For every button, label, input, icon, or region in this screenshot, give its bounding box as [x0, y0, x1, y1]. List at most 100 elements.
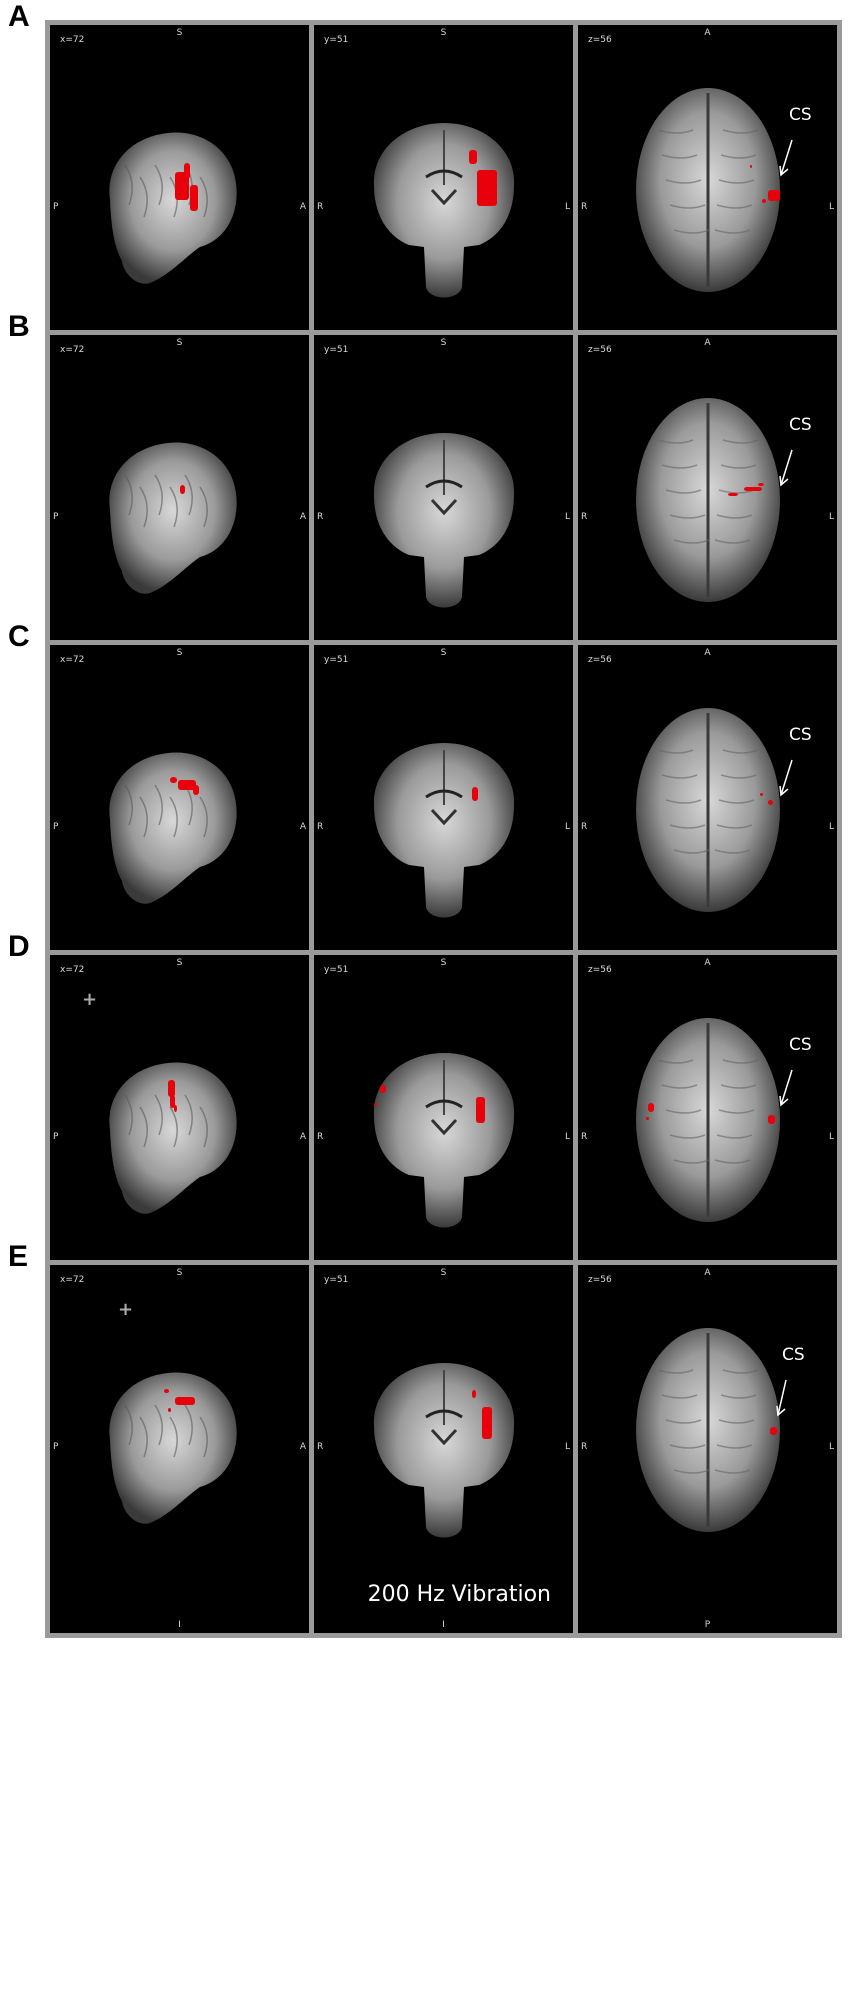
orientation-right: L — [564, 822, 570, 832]
orientation-right: A — [299, 822, 306, 832]
orientation-right: L — [828, 822, 834, 832]
activation-blob — [760, 793, 763, 796]
activation-blob — [469, 150, 477, 164]
activation-blob — [184, 163, 190, 179]
cs-arrow — [780, 139, 793, 176]
orientation-left: R — [581, 1442, 588, 1452]
orientation-right: L — [564, 512, 570, 522]
activation-blob — [646, 1117, 649, 1120]
coronal-brain-image — [373, 123, 515, 298]
brain-sagittal-slice — [109, 132, 237, 284]
coronal-brain-image — [373, 433, 515, 608]
slice-coordinate: z=56 — [588, 35, 612, 45]
activation-blob — [750, 165, 752, 168]
orientation-top: S — [440, 1268, 447, 1278]
axial-brain-image — [636, 1328, 787, 1532]
slice-coordinate: y=51 — [324, 35, 349, 45]
slice-coordinate: y=51 — [324, 655, 349, 665]
brain-sagittal-slice — [109, 1062, 237, 1214]
brain-coronal-slice — [373, 433, 515, 608]
axial-brain-image — [636, 1018, 793, 1222]
orientation-top: S — [176, 648, 183, 658]
orientation-right: L — [828, 1132, 834, 1142]
activation-blob — [170, 777, 177, 783]
activation-blob — [762, 199, 766, 203]
orientation-left: R — [317, 1442, 324, 1452]
activation-blob — [170, 1095, 175, 1108]
axial-brain-image — [636, 708, 793, 912]
activation-blob — [728, 493, 738, 496]
orientation-right: L — [828, 202, 834, 212]
sagittal-brain-image — [109, 1372, 237, 1524]
activation-blob — [380, 1085, 386, 1093]
activation-blob — [744, 487, 762, 491]
sagittal-brain-image — [109, 1062, 237, 1214]
sagittal-brain-image — [109, 132, 237, 284]
slice-coordinate: z=56 — [588, 655, 612, 665]
orientation-left: P — [53, 512, 59, 522]
orientation-bottom: I — [178, 1620, 181, 1630]
sagittal-brain-image — [109, 442, 237, 594]
orientation-right: L — [564, 1132, 570, 1142]
orientation-left: R — [581, 202, 588, 212]
orientation-top: S — [440, 28, 447, 38]
cs-arrow — [780, 1069, 793, 1106]
cs-arrow — [780, 449, 793, 486]
orientation-left: P — [53, 1132, 59, 1142]
axial-brain-image — [636, 88, 793, 292]
slice-coordinate: z=56 — [588, 345, 612, 355]
orientation-left: R — [317, 822, 324, 832]
slice-coordinate: z=56 — [588, 965, 612, 975]
cs-label: CS — [789, 1035, 812, 1055]
orientation-top: S — [176, 1268, 183, 1278]
activation-blob — [193, 785, 199, 795]
coronal-brain-image — [373, 1053, 515, 1228]
orientation-top: A — [704, 648, 711, 658]
activation-blob — [472, 1390, 476, 1398]
orientation-left: R — [317, 1132, 324, 1142]
condition-label: 200 Hz Vibration — [367, 1582, 551, 1607]
orientation-right: L — [564, 1442, 570, 1452]
cs-label: CS — [789, 415, 812, 435]
coronal-brain-image — [373, 1363, 515, 1538]
orientation-top: S — [176, 28, 183, 38]
orientation-top: A — [704, 958, 711, 968]
activation-blob — [180, 485, 185, 494]
activation-blob — [648, 1103, 654, 1112]
orientation-bottom: P — [704, 1620, 711, 1630]
activation-blob — [175, 1397, 195, 1405]
activation-blob — [168, 1080, 175, 1097]
orientation-left: R — [581, 822, 588, 832]
orientation-left: R — [317, 202, 324, 212]
activation-blob — [374, 1103, 377, 1106]
coronal-brain-image — [373, 743, 515, 918]
brain-coronal-slice — [373, 123, 515, 298]
slice-coordinate: y=51 — [324, 965, 349, 975]
slice-coordinate: x=72 — [60, 35, 85, 45]
orientation-top: S — [440, 648, 447, 658]
activation-blob — [482, 1407, 492, 1439]
activation-blob — [758, 483, 764, 486]
brain-coronal-slice — [373, 743, 515, 918]
orientation-right: A — [299, 1442, 306, 1452]
slice-coordinate: x=72 — [60, 655, 85, 665]
brain-sagittal-slice — [109, 1372, 237, 1524]
orientation-right: L — [828, 512, 834, 522]
orientation-left: R — [581, 1132, 588, 1142]
activation-blob — [168, 1408, 171, 1412]
orientation-top: S — [440, 338, 447, 348]
activation-blob — [472, 787, 478, 801]
orientation-left: P — [53, 202, 59, 212]
orientation-left: R — [581, 512, 588, 522]
slice-coordinate: y=51 — [324, 345, 349, 355]
panel-letter: E — [8, 1240, 29, 1273]
orientation-top: S — [440, 958, 447, 968]
activation-blob — [175, 172, 189, 200]
activation-blob — [768, 190, 780, 201]
activation-blob — [768, 800, 773, 805]
brain-coronal-slice — [373, 1363, 515, 1538]
activation-blob — [476, 1097, 485, 1123]
orientation-top: A — [704, 1268, 711, 1278]
activation-blob — [174, 1105, 177, 1112]
